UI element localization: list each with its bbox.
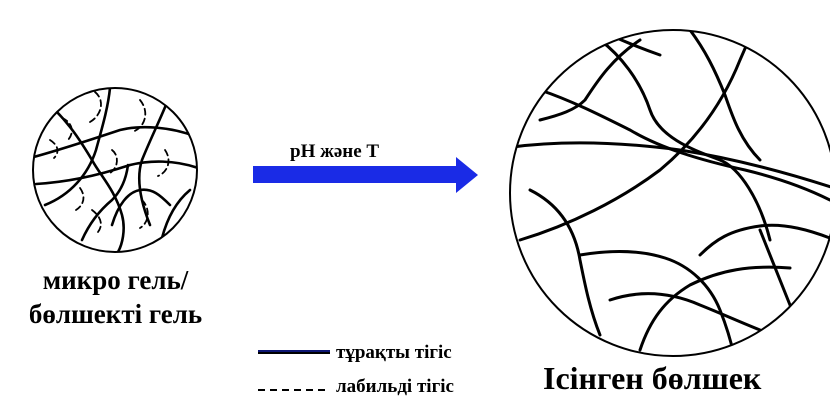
microgel-labile-chains <box>49 91 170 233</box>
microgel-label-line1: микро гель/ <box>42 265 189 295</box>
microgel-label-line2: бөлшекті гель <box>28 299 203 329</box>
legend-stable-label: тұрақты тігіс <box>336 342 452 363</box>
swollen-particle <box>509 29 830 357</box>
legend <box>258 350 330 391</box>
legend-labile-label: лабильді тігіс <box>336 376 454 397</box>
microgel-outline <box>32 87 198 253</box>
transition-arrow <box>253 157 478 193</box>
microgel-particle <box>32 87 198 253</box>
swollen-outline <box>509 29 830 357</box>
swollen-particle-label: Ісінген бөлшек <box>543 360 762 396</box>
microgel-stable-chains <box>33 88 197 252</box>
arrow-label: pH және T <box>290 141 380 162</box>
microgel-label: микро гель/ бөлшекті гель <box>8 263 223 331</box>
